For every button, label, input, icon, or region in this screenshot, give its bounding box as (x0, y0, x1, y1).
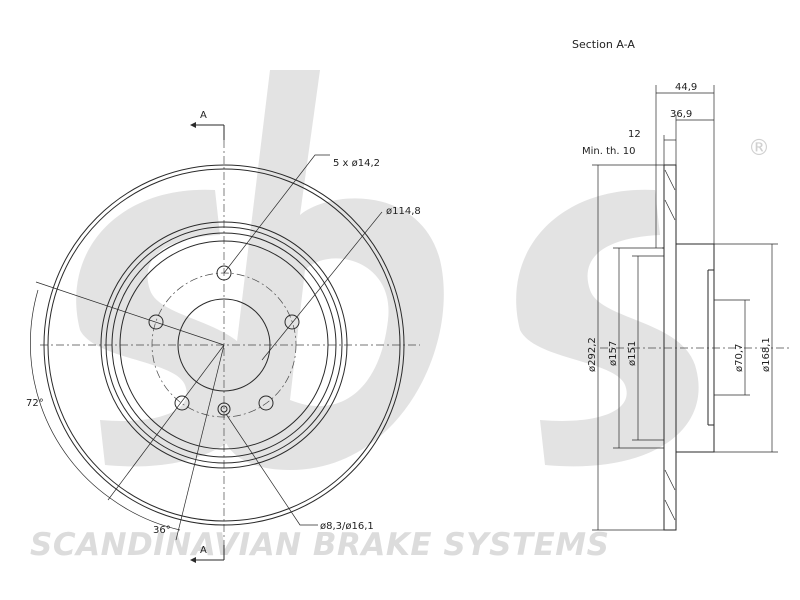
angle-36-arc (109, 497, 181, 531)
hatch (664, 169, 676, 191)
hatch (664, 199, 676, 221)
label-dia-168-1: ø168,1 (761, 337, 772, 372)
locating-hole-outer (217, 402, 231, 416)
label-outer-diameter: ø292,2 (587, 337, 598, 372)
hat-outer-circle (105, 226, 343, 464)
label-dia-151: ø151 (627, 341, 638, 366)
arrow-head-bottom (190, 557, 196, 563)
label-width-total: 44,9 (675, 82, 697, 93)
label-pitch-circle: ø114,8 (386, 206, 421, 217)
hat-step-circle (111, 232, 337, 458)
label-width-hat: 36,9 (670, 109, 692, 120)
center-bore-circle (177, 298, 271, 392)
arrow-head-top (190, 122, 196, 128)
label-bolt-holes: 5 x ø14,2 (333, 158, 380, 169)
angle-ray-2 (107, 344, 225, 501)
profile-upper-left (662, 165, 665, 249)
label-thickness: 12 (628, 129, 641, 140)
registered-mark: ® (748, 136, 770, 161)
bolt-hole (174, 395, 190, 411)
sbs-logo-watermark (76, 70, 699, 470)
bolt-hole (216, 265, 232, 281)
section-marker-top: A (200, 110, 207, 121)
brand-watermark-text: SCANDINAVIAN BRAKE SYSTEMS (30, 527, 609, 563)
disc-front-view (30, 122, 420, 563)
outer-edge-circle (43, 164, 405, 526)
disc-section-view (592, 85, 790, 531)
locating-hole-inner (220, 405, 228, 413)
leader-bolt-holes (223, 154, 330, 274)
hat-inner-circle (119, 240, 329, 450)
profile-lower (663, 424, 715, 531)
bolt-hole (258, 395, 274, 411)
hatch (664, 469, 676, 491)
profile-upper (664, 164, 715, 271)
angle-ray-1 (35, 281, 225, 346)
label-dia-70-7: ø70,7 (734, 344, 745, 372)
section-marker-bottom: A (200, 545, 207, 556)
label-dia-157: ø157 (608, 341, 619, 366)
hatch (664, 499, 676, 521)
label-min-thickness: Min. th. 10 (582, 146, 635, 157)
bolt-hole (284, 314, 300, 330)
angle-72-arc (30, 289, 111, 499)
label-angle-72: 72° (26, 398, 44, 409)
friction-ring-inner-circle (100, 221, 348, 469)
bolt-hole (148, 314, 164, 330)
label-small-holes: ø8,3/ø16,1 (320, 521, 374, 532)
outer-edge-inner-circle (47, 168, 401, 522)
angle-ray-3 (175, 344, 225, 541)
label-angle-36: 36° (153, 525, 171, 536)
leader-small-holes (225, 413, 318, 526)
section-title: Section A-A (572, 38, 635, 51)
leader-pitch-circle (261, 211, 383, 361)
